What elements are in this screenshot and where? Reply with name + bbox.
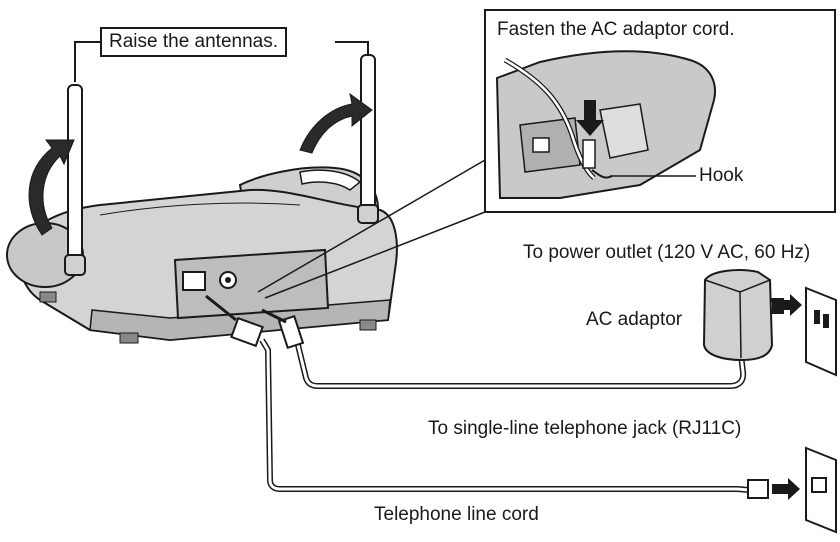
power-outlet-label: To power outlet (120 V AC, 60 Hz) xyxy=(523,242,811,263)
line-cord-arrow xyxy=(772,478,800,500)
ac-adaptor-illustration xyxy=(702,269,802,362)
inset-fasten-cord xyxy=(484,9,836,213)
base-unit xyxy=(6,166,398,344)
callout-line-upper xyxy=(257,159,486,293)
wall-jack-illustration xyxy=(805,446,837,534)
line-cord-label: Telephone line cord xyxy=(374,504,539,525)
phone-jack-label: To single-line telephone jack (RJ11C) xyxy=(428,418,742,439)
antenna-leader-line-left xyxy=(74,41,100,82)
antenna-left xyxy=(64,84,86,276)
ac-adaptor-cord xyxy=(261,308,747,389)
ac-adaptor-label: AC adaptor xyxy=(586,309,683,330)
antenna-leader-line-right xyxy=(335,41,369,55)
power-outlet-illustration xyxy=(805,286,837,377)
fasten-arrow xyxy=(576,100,604,136)
adaptor-plug-arrow xyxy=(772,294,802,316)
hook-label: Hook xyxy=(699,165,744,186)
callout-line-lower xyxy=(264,211,486,299)
raise-arrow-left xyxy=(28,139,75,236)
telephone-jack-socket xyxy=(182,271,206,291)
raise-arrow-right xyxy=(299,92,373,154)
raise-antennas-label: Raise the antennas. xyxy=(100,27,288,57)
telephone-line-cord xyxy=(205,294,800,500)
fasten-cord-label: Fasten the AC adaptor cord. xyxy=(497,19,735,40)
antenna-right xyxy=(357,54,379,224)
